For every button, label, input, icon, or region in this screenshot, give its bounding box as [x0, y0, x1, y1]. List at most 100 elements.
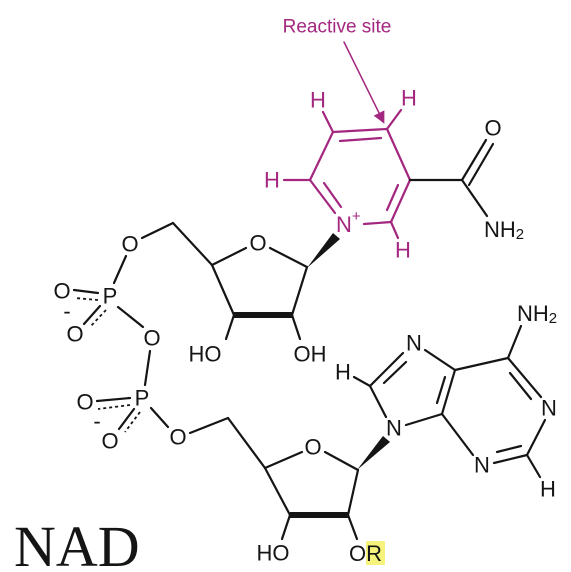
bond-n1-c2: [525, 418, 547, 457]
bond-o5pp-c5pp: [188, 416, 230, 435]
bond-c5-c6: [453, 356, 510, 372]
bond-c5-c4-double: [338, 136, 383, 143]
atom-phosphate-link-oxygen-upper: O: [121, 232, 138, 257]
bond-c8-n7: [368, 351, 405, 388]
atom-h-top-right: H: [401, 86, 417, 111]
atom-ring-n-symbol: N: [336, 212, 352, 237]
bond-c1p-c2p: [290, 265, 309, 317]
atom-adenine-h-c2: H: [540, 477, 556, 502]
bond-c4-n9: [404, 412, 444, 427]
bond-c3pp-c4pp: [263, 466, 292, 517]
bond-n1-c6: [308, 178, 337, 215]
atom-ring-n-charge: +: [352, 208, 361, 225]
atom-or-r-group: R: [366, 541, 382, 566]
atom-adenine-n3: N: [474, 453, 490, 478]
atom-adenine-n7: N: [406, 331, 422, 356]
bond-c1pp-c2pp: [346, 468, 360, 517]
bond-c2-n1: [362, 220, 393, 226]
bond-p1-o-double: [72, 288, 100, 295]
bond-c8-n7-double: [382, 360, 408, 385]
atom-p1-negative-charge: -: [63, 299, 70, 324]
bond-c3-c2-double: [385, 183, 400, 212]
r-group-highlight: [366, 541, 385, 565]
bond-c2pp-or: [346, 513, 359, 541]
atom-adenine-nh2: NH2: [517, 301, 557, 327]
atom-ribose-lower-ring-oxygen: O: [304, 435, 321, 460]
bond-p2-o-lower: [117, 407, 136, 431]
bond-c5-c4: [440, 368, 457, 416]
atom-adenine-n9: N: [386, 416, 402, 441]
atom-ribose-lower-ho: HO: [257, 541, 290, 566]
bond-n3-c4: [440, 412, 475, 457]
bond-c5p-o5p: [140, 221, 175, 240]
atom-amide-nh2: NH2: [484, 217, 524, 243]
bond-carbonyl-c-o: [460, 138, 488, 182]
atom-phosphate-bridge-oxygen: O: [143, 326, 160, 351]
bond-c6-n1: [506, 356, 543, 399]
bond-o4pp-c1pp: [323, 450, 360, 472]
atom-p1-lower-oxygen: O: [66, 322, 83, 347]
atom-phosphorus-1: P: [103, 284, 118, 309]
bond-o5p-p1: [112, 254, 128, 285]
bond-c1p-n1-wedge: [307, 233, 340, 268]
atom-phosphate-link-oxygen-lower: O: [169, 425, 186, 450]
bond-c4-c3: [385, 127, 412, 182]
bond-p2-o-double: [95, 396, 132, 403]
bond-c8-h: [352, 375, 372, 388]
bond-c2-h: [389, 220, 400, 240]
bond-p2-o-lower-dashed: [124, 411, 141, 433]
atom-amide-nh: NH: [484, 217, 516, 242]
bond-c3-c2: [389, 178, 412, 224]
atom-adenine-subscript: 2: [549, 310, 557, 327]
bond-c3p-oh: [224, 313, 236, 341]
atom-ribose-upper-oh: OH: [294, 342, 327, 367]
bond-o-bridge-p2: [143, 349, 152, 387]
bond-n1-c6-double: [322, 181, 343, 209]
atom-adenine-n1: N: [541, 396, 557, 421]
bond-p1-o-lower-dashed: [89, 309, 107, 328]
adenine-base: NH2 H N N N N H: [335, 301, 557, 502]
atom-h-bottom: H: [395, 238, 411, 263]
bond-p2-o-double-dashed: [97, 404, 131, 410]
bond-c2-n3-double: [495, 444, 523, 454]
atom-ribose-upper-ho: HO: [189, 342, 222, 367]
bond-c6-n1-double: [508, 371, 533, 401]
reactive-site-label: Reactive site: [283, 17, 392, 38]
atom-ring-nitrogen: N+: [336, 208, 361, 237]
atom-p2-negative-charge: -: [93, 409, 100, 434]
reactive-site-arrow: [343, 41, 385, 124]
bond-p2-o-link: [149, 406, 170, 429]
atom-h-top-left: H: [310, 88, 326, 113]
bond-c4-h: [385, 108, 403, 131]
bond-c4p-c5p: [171, 221, 214, 267]
ribose-lower: O HO OR: [188, 416, 390, 566]
bond-c1pp-n9-wedge: [357, 436, 390, 470]
bond-carbonyl-c-o-double: [467, 142, 495, 187]
bond-p1-o-bridge: [116, 305, 145, 329]
atom-p2-lower-oxygen: O: [101, 429, 118, 454]
bond-c2-n3: [492, 453, 529, 465]
atom-p2-double-oxygen: O: [76, 390, 93, 415]
diagram-title: NAD: [14, 514, 140, 572]
atom-ribose-upper-ring-oxygen: O: [249, 231, 266, 256]
carboxamide-group: O NH2: [408, 116, 524, 243]
atom-h-left: H: [264, 168, 280, 193]
bond-c6-c5: [308, 130, 335, 182]
bond-c5-h: [321, 110, 335, 134]
ribose-upper: O HO OH: [140, 221, 327, 367]
atom-amide-subscript: 2: [516, 226, 524, 243]
bond-o4p-c1p: [268, 246, 309, 269]
bond-c3pp-oh: [280, 513, 292, 541]
bond-n7-c5: [423, 348, 457, 372]
atom-p1-double-oxygen: O: [53, 279, 70, 304]
bond-c3p-c4p: [210, 263, 236, 317]
bond-c5-c4: [331, 127, 389, 134]
bond-c6-nh2: [506, 324, 523, 360]
bond-c2p-oh: [290, 313, 302, 341]
bond-c5pp-c4pp: [226, 416, 267, 470]
bond-c5-c4-double: [435, 375, 447, 405]
nicotinamide-ring: H H H H N+: [264, 86, 417, 263]
bond-c4pp-o4pp: [263, 450, 304, 470]
